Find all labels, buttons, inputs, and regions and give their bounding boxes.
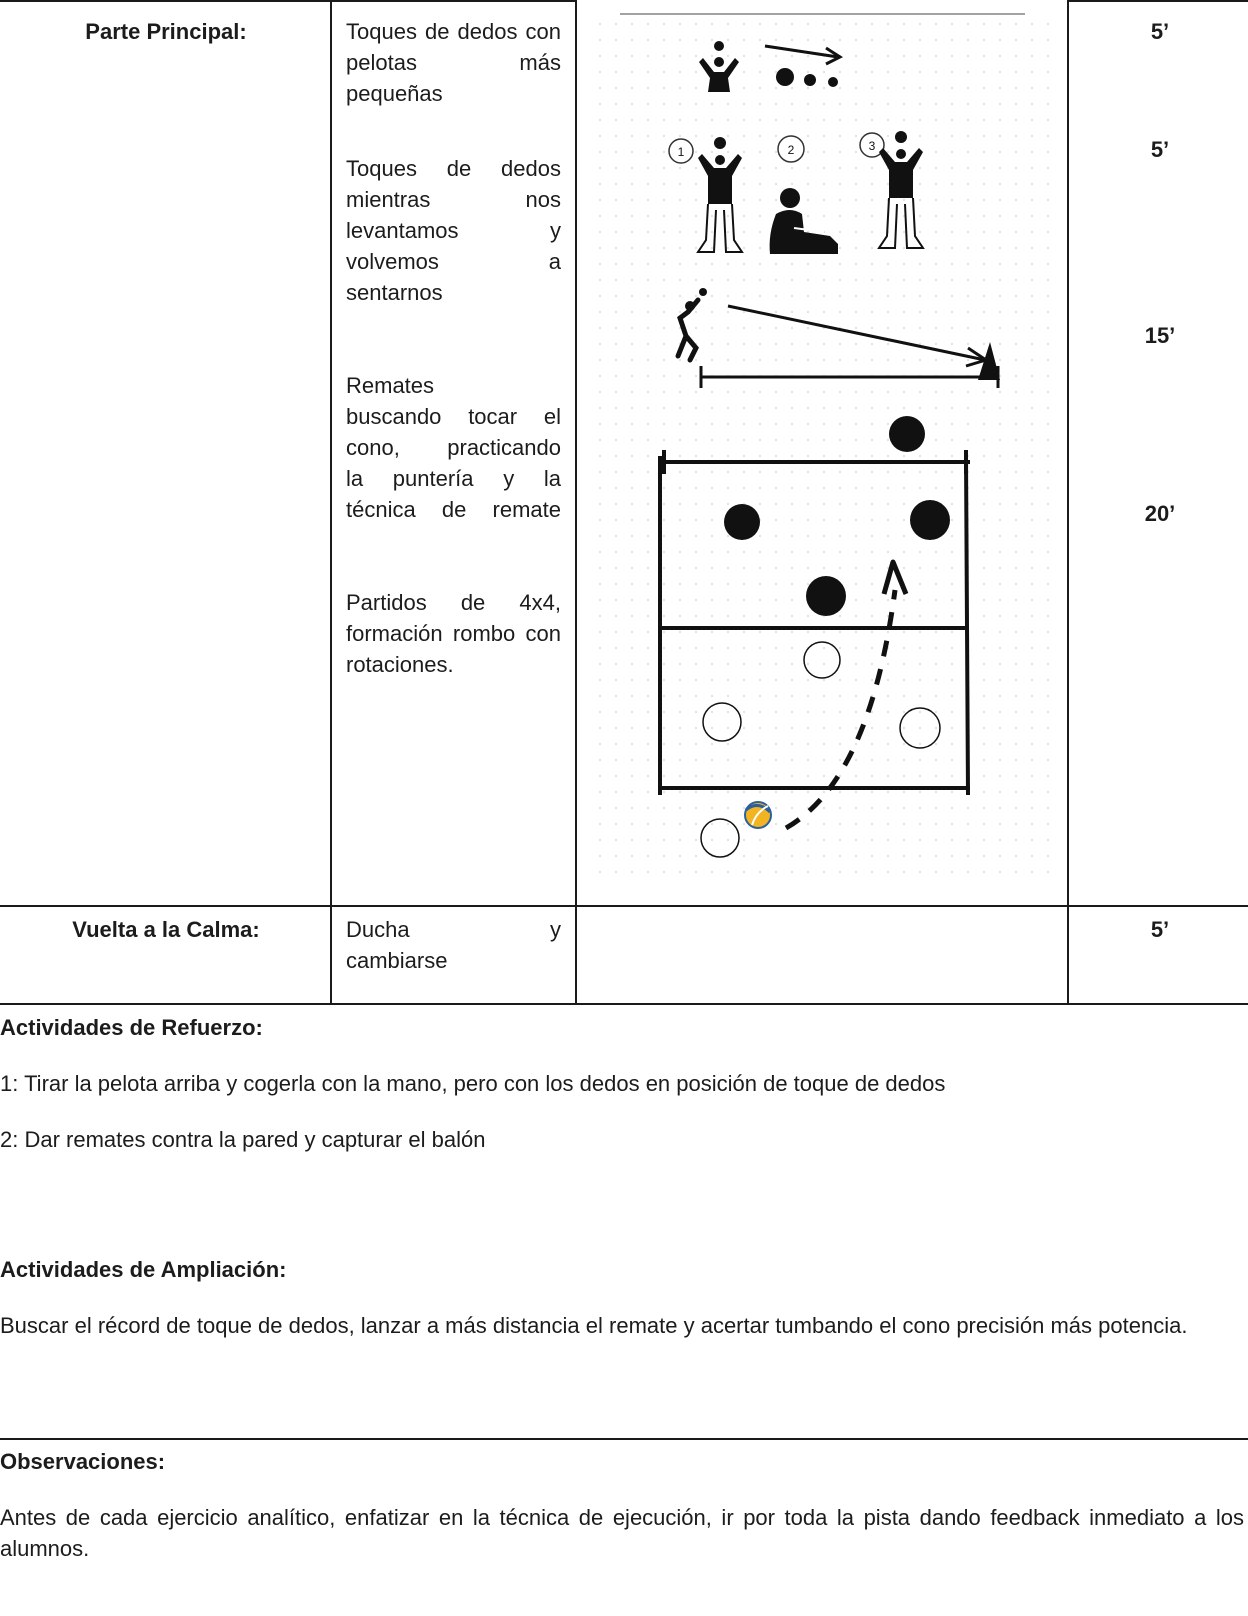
time-stand-sit: 5’ — [1150, 137, 1170, 162]
volleyball-court — [658, 450, 970, 796]
ball-direction-arrow — [764, 44, 839, 59]
table-col-divider-3 — [1067, 0, 1069, 1005]
sitting-player-icon — [769, 188, 838, 254]
activity-spike-line-1: Remates — [346, 373, 435, 398]
table-bottom-border — [0, 1003, 1248, 1005]
refuerzo-heading: Actividades de Refuerzo: — [0, 1015, 263, 1040]
station-number-2-badge: 2 — [777, 135, 805, 163]
standing-player-left-icon — [696, 137, 744, 253]
activity-stand-sit-line-4: volvemos a — [346, 249, 561, 274]
station-number-2: 2 — [788, 143, 795, 157]
ball-small — [828, 77, 838, 87]
serve-trajectory-arrowhead — [881, 559, 909, 595]
activity-spike-line-4: la puntería y la — [346, 466, 561, 491]
section-divider — [0, 1438, 1248, 1440]
target-cone — [978, 342, 1000, 380]
activity-finger-touch-small-balls: Toques de dedos con pelotas más pequeñas — [346, 19, 561, 106]
observaciones-heading: Observaciones: — [0, 1449, 166, 1474]
table-col-divider-2 — [575, 0, 577, 1005]
ampliacion-heading: Actividades de Ampliación: — [0, 1257, 287, 1282]
team-b-player-right — [899, 707, 941, 749]
time-spike: 15’ — [1144, 323, 1176, 348]
table-top-border-left — [0, 0, 575, 2]
ball-direction-arrowhead — [825, 46, 844, 66]
time-4x4-matches: 20’ — [1144, 501, 1176, 526]
team-a-player-right — [910, 500, 950, 540]
observaciones-text: Antes de cada ejercicio analítico, enfat… — [0, 1505, 1244, 1561]
main-phase-label: Parte Principal: — [85, 19, 247, 44]
player-setting-icon — [699, 41, 739, 92]
activity-spike-line-5: técnica de remate — [346, 497, 561, 522]
refuerzo-item-1: 1: Tirar la pelota arriba y cogerla con … — [0, 1071, 946, 1096]
team-a-player-top — [889, 416, 925, 452]
calm-time: 5’ — [1150, 917, 1170, 942]
exercise-diagram: 1 2 3 — [592, 12, 1052, 882]
calm-activity-line-2: cambiarse — [346, 948, 448, 973]
standing-player-right-icon — [877, 131, 925, 249]
ball-medium — [804, 74, 816, 86]
activity-spike-line-3: cono, practicando — [346, 435, 561, 460]
table-col-divider-1 — [330, 0, 332, 1005]
spike-trajectory-line — [727, 304, 986, 362]
ampliacion-text: Buscar el récord de toque de dedos, lanz… — [0, 1313, 1188, 1338]
station-number-1-badge: 1 — [668, 138, 694, 164]
volleyball-icon — [744, 801, 772, 829]
ball-large — [776, 68, 794, 86]
activity-stand-sit-line-2: mientras nos — [346, 187, 561, 212]
team-a-player-left — [724, 504, 760, 540]
station-number-1: 1 — [678, 145, 685, 159]
dotted-grid-background — [592, 12, 1052, 882]
station-number-3: 3 — [869, 139, 876, 153]
activity-stand-sit-line-1: Toques de dedos — [346, 156, 561, 181]
team-b-player-left — [702, 702, 742, 742]
activity-stand-sit-line-3: levantamos y — [346, 218, 561, 243]
station-number-3-badge: 3 — [859, 132, 885, 158]
team-a-player-center — [806, 576, 846, 616]
calm-phase-label: Vuelta a la Calma: — [72, 917, 260, 942]
table-top-border-right — [1067, 0, 1248, 2]
activity-stand-sit-line-5: sentarnos — [346, 280, 443, 305]
spike-ball — [699, 288, 707, 296]
calm-activity-line-1: Ducha y — [346, 917, 561, 942]
team-b-player-top — [803, 641, 841, 679]
activity-spike-line-2: buscando tocar el — [346, 404, 561, 429]
time-finger-touch-small-balls: 5’ — [1150, 19, 1170, 44]
table-row-divider — [0, 905, 1248, 907]
refuerzo-item-2: 2: Dar remates contra la pared y captura… — [0, 1127, 486, 1152]
team-b-server — [700, 818, 740, 858]
spiking-player-icon — [675, 297, 701, 363]
activity-4x4-matches: Partidos de 4x4, formación rombo con rot… — [346, 590, 561, 677]
